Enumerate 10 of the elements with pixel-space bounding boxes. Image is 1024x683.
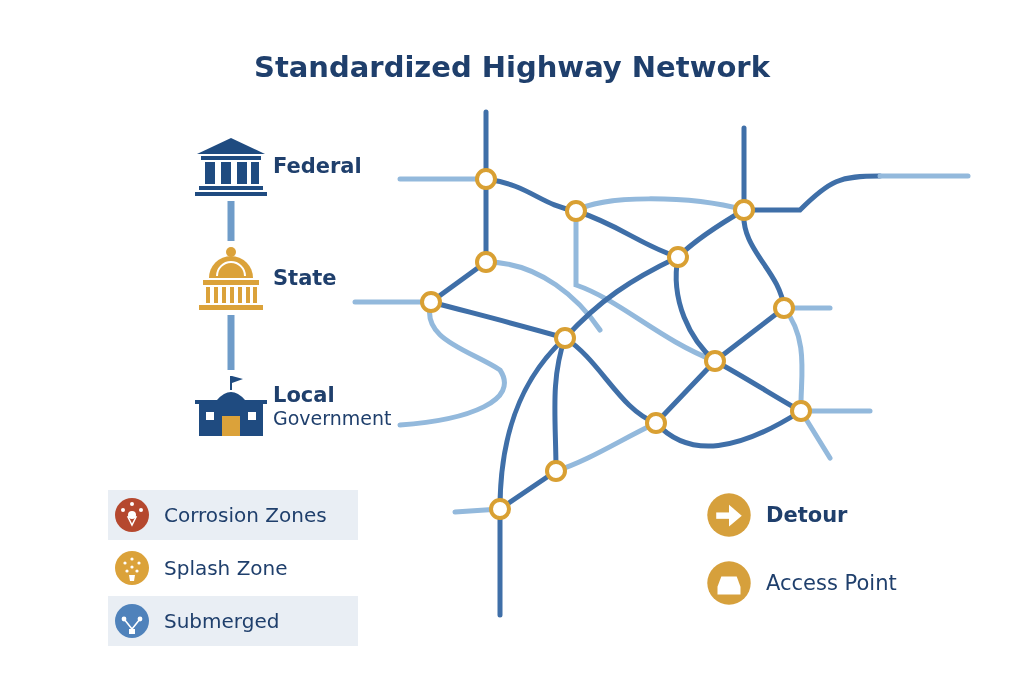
legend-label: Submerged xyxy=(164,609,280,633)
title: Standardized Highway Network xyxy=(253,50,772,84)
legend-label: Detour xyxy=(766,503,848,527)
level-label: Federal xyxy=(273,154,362,178)
legend-label: Splash Zone xyxy=(164,556,288,580)
level-sublabel: Government xyxy=(273,407,392,429)
legend-label: Access Point xyxy=(766,571,897,595)
level-label: State xyxy=(273,266,337,290)
legend-label: Corrosion Zones xyxy=(164,503,327,527)
level-label: Local xyxy=(273,383,336,407)
